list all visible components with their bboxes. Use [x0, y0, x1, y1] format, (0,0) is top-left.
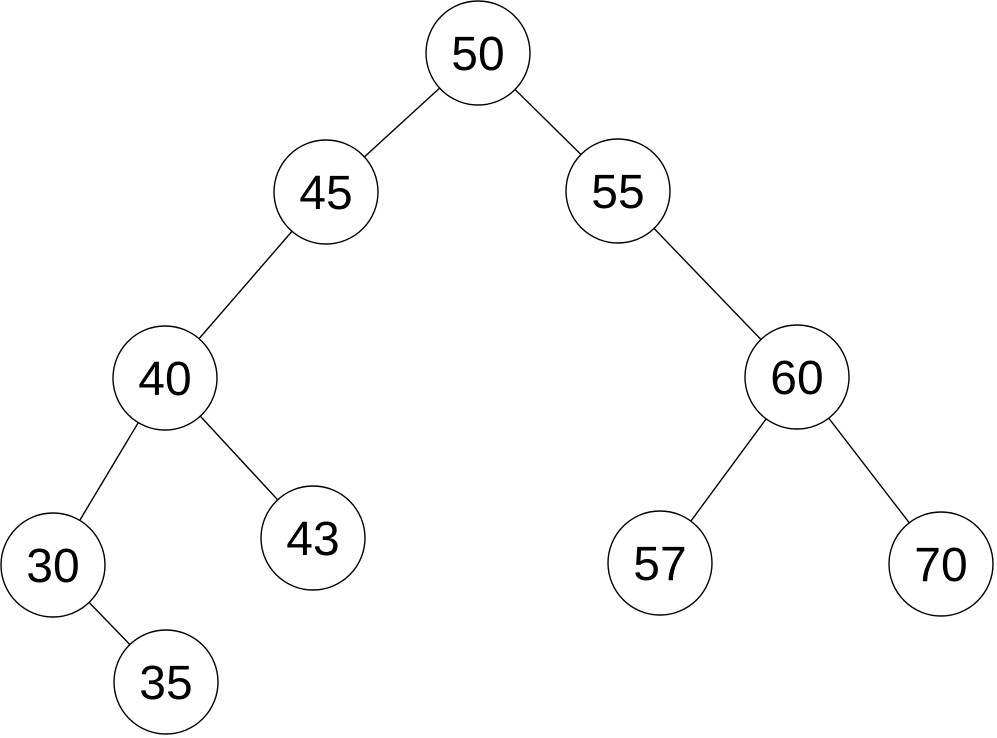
node-circle-43: [260, 485, 366, 591]
node-label-40: 40: [138, 353, 191, 406]
node-circle-55: [565, 138, 671, 244]
node-label-45: 45: [299, 167, 352, 220]
node-label-60: 60: [770, 352, 823, 405]
node-label-43: 43: [286, 513, 339, 566]
tree-node-70: 70: [888, 511, 994, 617]
node-label-70: 70: [914, 539, 967, 592]
node-circle-50: [425, 0, 531, 106]
tree-node-35: 35: [113, 629, 219, 735]
node-circle-45: [273, 139, 379, 245]
node-circle-30: [0, 512, 106, 618]
tree-node-50: 50: [425, 0, 531, 106]
node-label-55: 55: [591, 166, 644, 219]
tree-node-55: 55: [565, 138, 671, 244]
tree-node-57: 57: [607, 510, 713, 616]
tree-node-60: 60: [744, 324, 850, 430]
tree-node-30: 30: [0, 512, 106, 618]
tree-node-43: 43: [260, 485, 366, 591]
node-label-57: 57: [633, 538, 686, 591]
node-circle-70: [888, 511, 994, 617]
node-circle-35: [113, 629, 219, 735]
tree-node-45: 45: [273, 139, 379, 245]
tree-node-40: 40: [112, 325, 218, 431]
node-label-50: 50: [451, 28, 504, 81]
node-label-35: 35: [139, 657, 192, 710]
node-circle-60: [744, 324, 850, 430]
node-circle-57: [607, 510, 713, 616]
node-label-30: 30: [26, 540, 79, 593]
node-circle-40: [112, 325, 218, 431]
